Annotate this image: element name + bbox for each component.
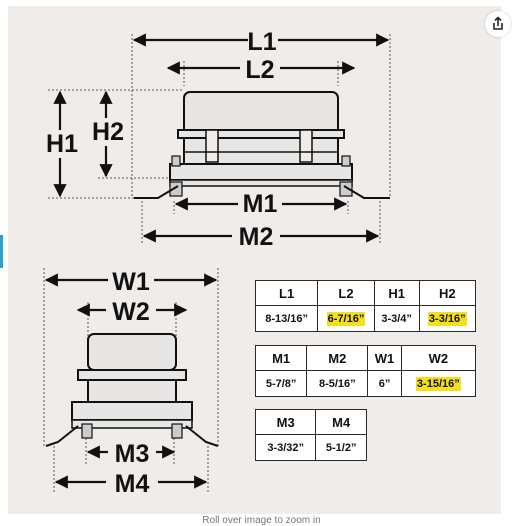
table-header-cell: M1 (254, 345, 308, 371)
dimension-diagram: L1 L2 H1 H2 M1 M2 (43, 26, 391, 498)
highlight-value: 3-15/16” (415, 376, 461, 391)
dimensions-table-2: M1 M2 W1 W2 5-7/8” 8-5/16” 6” 3-15/16” (254, 345, 477, 397)
table-value-row: 8-13/16” 6-7/16” 3-3/4” 3-3/16” (254, 305, 477, 332)
table-value-cell: 3-3/4” (373, 305, 420, 332)
table-header-row: M3 M4 (254, 409, 367, 435)
highlight-value: 3-3/16” (427, 311, 467, 326)
label-h1: H1 (46, 130, 78, 158)
share-icon (493, 16, 503, 30)
dimensions-table-1: L1 L2 H1 H2 8-13/16” 6-7/16” 3-3/4” 3-3/… (254, 280, 477, 332)
table-header-cell: W2 (400, 345, 477, 371)
share-button[interactable] (485, 11, 511, 37)
table-value-cell-highlighted: 6-7/16” (317, 305, 375, 332)
table-header-cell: M4 (315, 409, 367, 435)
product-image[interactable]: L1 L2 H1 H2 M1 M2 (8, 6, 501, 514)
label-w1: W1 (112, 268, 150, 296)
label-m2: M2 (239, 223, 274, 251)
dimensions-table-3: M3 M4 3-3/32” 5-1/2” (254, 409, 367, 461)
thumbnail-edge[interactable] (0, 235, 3, 268)
table-value-cell: 3-3/32” (254, 434, 317, 461)
table-header-row: M1 M2 W1 W2 (254, 345, 477, 371)
label-m3: M3 (115, 440, 150, 468)
label-w2: W2 (112, 298, 150, 326)
label-m1: M1 (243, 190, 278, 218)
table-header-cell: H1 (373, 280, 420, 306)
table-value-cell-highlighted: 3-15/16” (400, 370, 477, 397)
table-header-cell: H2 (418, 280, 477, 306)
table-header-cell: W1 (367, 345, 402, 371)
label-h2: H2 (92, 118, 124, 146)
side-drawing (43, 268, 219, 494)
table-header-cell: L2 (317, 280, 375, 306)
table-header-cell: M3 (254, 409, 317, 435)
table-value-cell: 8-5/16” (306, 370, 369, 397)
table-header-cell: M2 (306, 345, 369, 371)
zoom-hint: Roll over image to zoom in (202, 515, 321, 526)
label-l1: L1 (247, 28, 276, 56)
table-value-row: 5-7/8” 8-5/16” 6” 3-15/16” (254, 370, 477, 397)
table-value-cell: 8-13/16” (254, 305, 319, 332)
table-value-row: 3-3/32” 5-1/2” (254, 434, 367, 461)
table-header-cell: L1 (254, 280, 319, 306)
highlight-value: 6-7/16” (326, 311, 366, 326)
table-value-cell: 6” (367, 370, 402, 397)
table-header-row: L1 L2 H1 H2 (254, 280, 477, 306)
label-m4: M4 (115, 470, 150, 498)
table-value-cell: 5-1/2” (315, 434, 367, 461)
table-value-cell: 5-7/8” (254, 370, 308, 397)
label-l2: L2 (245, 56, 274, 84)
table-value-cell-highlighted: 3-3/16” (418, 305, 477, 332)
top-drawing (48, 34, 391, 244)
